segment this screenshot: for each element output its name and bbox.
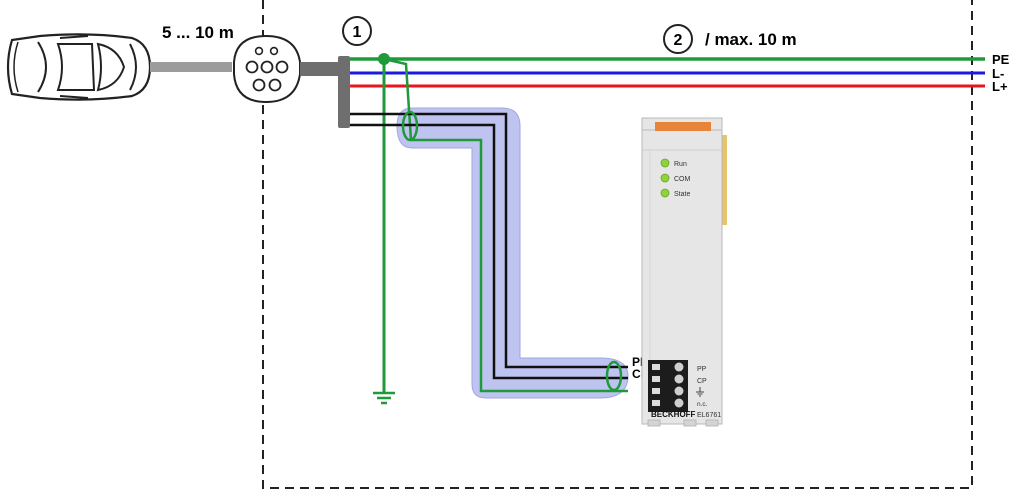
charging-cable (150, 62, 232, 72)
terminal-nc-label: n.c. (697, 401, 708, 408)
run-led-label: Run (674, 161, 687, 168)
run-led (660, 158, 670, 168)
max-length-label: / max. 10 m (705, 30, 797, 49)
com-led (660, 173, 670, 183)
cable-shield (396, 107, 629, 399)
car-icon (6, 33, 152, 101)
module-top-label-strip (655, 122, 711, 131)
state-led (660, 188, 670, 198)
cable-junction-block (338, 56, 350, 128)
terminal-cp-label: CP (697, 378, 707, 385)
terminal-pp-label: PP (697, 366, 707, 373)
state-led-label: State (674, 191, 690, 198)
shield-ring-left (401, 110, 419, 142)
cp-signal-wire (350, 123, 628, 380)
cable-length-label: 5 ... 10 m (162, 23, 234, 42)
module-contacts (721, 135, 727, 225)
pp-signal-wire (350, 112, 628, 369)
terminal-ground-icon (696, 387, 704, 397)
el6761-terminal-module: Run COM State PP CP n.c. BECKHOFF EL6761 (641, 117, 727, 427)
marker-2-label: 2 (674, 32, 683, 49)
charging-plug-icon (233, 34, 301, 104)
com-led-label: COM (674, 176, 691, 183)
marker-2: 2 (663, 24, 693, 54)
installation-boundary (262, 0, 973, 489)
lplus-label: L+ (992, 79, 1008, 94)
ground-icon (373, 391, 395, 405)
plug-cable (300, 62, 342, 76)
brand-label: BECKHOFF (651, 410, 696, 419)
model-label: EL6761 (697, 412, 721, 419)
shield-drain-wire (383, 57, 628, 393)
marker-1: 1 (342, 16, 372, 46)
pe-label: PE (992, 52, 1010, 67)
shield-ring-right (605, 360, 623, 392)
lminus-label: L- (992, 66, 1004, 81)
marker-1-label: 1 (353, 24, 362, 41)
